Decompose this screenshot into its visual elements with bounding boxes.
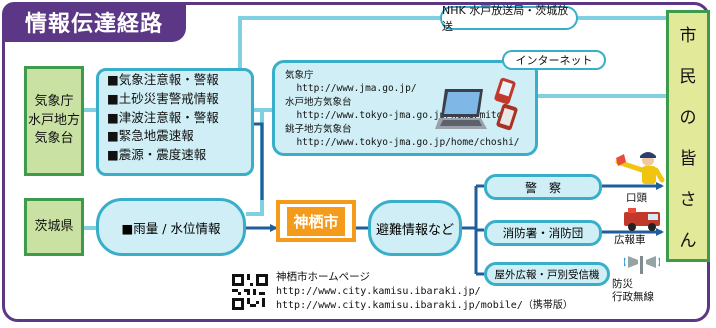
internet-entry-name: 水戸地方気象台 [285,96,352,108]
citizens-char: 市 [679,26,697,46]
homepage-url[interactable]: http://www.city.kamisu.ibaraki.jp/ [276,285,481,297]
internet-label: インターネット [502,50,606,70]
channel-fire: 消防署・消防団 [484,220,602,246]
internet-entry-url: http://www.tokyo-jma.go.jp/home/mito/ [296,110,509,122]
rain-info-box: ■雨量 / 水位情報 [96,198,246,256]
navy-connectors [246,122,664,276]
warning-item: ■震源・震度速報 [107,147,207,162]
mobile-phone-icon [494,77,518,131]
police-caption: 口頭 [626,192,647,204]
warning-item: ■津波注意報・警報 [107,109,219,125]
fire-truck-icon [624,208,660,231]
citizens-char: さ [679,190,697,210]
citizens-char: 皆 [679,149,697,169]
homepage-info: 神栖市ホームページ http://www.city.kamisu.ibaraki… [276,270,573,314]
internet-entry-name: 気象庁 [285,70,314,81]
laptop-icon [435,89,487,129]
jma-line-1: 気象庁 [34,93,74,109]
channel-police: 警 察 [484,174,602,200]
kamisu-city-label: 神栖市 [287,206,345,236]
internet-box: 気象庁 http://www.jma.go.jp/ 水戸地方気象台 http:/… [272,60,538,156]
speaker-caption: 防災 行政無線 [612,278,654,303]
police-officer-icon [615,152,665,184]
jma-source-box: 気象庁 水戸地方 気象台 [24,66,84,176]
evacuation-info-label: 避難情報など [375,222,454,238]
nhk-broadcast-label: NHK 水戸放送局・茨城放送 [440,4,578,33]
channel-speaker: 屋外広報・戸別受信機 [484,262,610,286]
channel-police-label: 警 察 [524,180,561,195]
channel-fire-label: 消防署・消防団 [502,226,584,240]
citizens-char: の [679,108,697,128]
internet-entry-url: http://www.jma.go.jp/ [296,83,417,95]
citizens-char: 民 [679,67,697,87]
homepage-label: 神栖市ホームページ [276,271,370,283]
channel-speaker-label: 屋外広報・戸別受信機 [494,268,600,281]
citizens-char: ん [679,231,697,251]
warning-item: ■緊急地震速報 [107,128,194,144]
internet-entry-name: 銚子地方気象台 [285,123,352,135]
jma-line-3: 気象台 [34,131,74,147]
warnings-box: ■気象注意報・警報 ■土砂災害警戒情報 ■津波注意報・警報 ■緊急地震速報 ■震… [96,68,254,176]
loudspeaker-icon [624,256,660,274]
warnings-to-kamisu-line [254,122,264,200]
rain-info-label: ■雨量 / 水位情報 [121,220,221,236]
speaker-caption-line: 行政無線 [612,290,654,303]
warning-item: ■土砂災害警戒情報 [107,90,219,106]
ibaraki-source-box: 茨城県 [24,198,84,256]
homepage-mobile-url[interactable]: http://www.city.kamisu.ibaraki.jp/mobile… [276,300,573,311]
citizens-box: 市 民 の 皆 さ ん [666,10,710,262]
evacuation-info-box: 避難情報など [368,200,462,256]
speaker-caption-line: 防災 [612,278,633,290]
fire-caption: 広報車 [614,234,646,246]
internet-entry-url: http://www.tokyo-jma.go.jp/home/choshi/ [296,137,520,149]
internet-url-list: 気象庁 http://www.jma.go.jp/ 水戸地方気象台 http:/… [285,69,520,149]
warnings-to-nhk-line [238,16,440,70]
jma-line-2: 水戸地方 [27,112,80,128]
ibaraki-label: 茨城県 [34,218,74,234]
qr-code-icon [232,274,268,310]
kamisu-city-box: 神栖市 [276,200,356,242]
diagram-title: 情報伝達経路 [2,2,186,42]
warning-item: ■気象注意報・警報 [107,72,219,87]
